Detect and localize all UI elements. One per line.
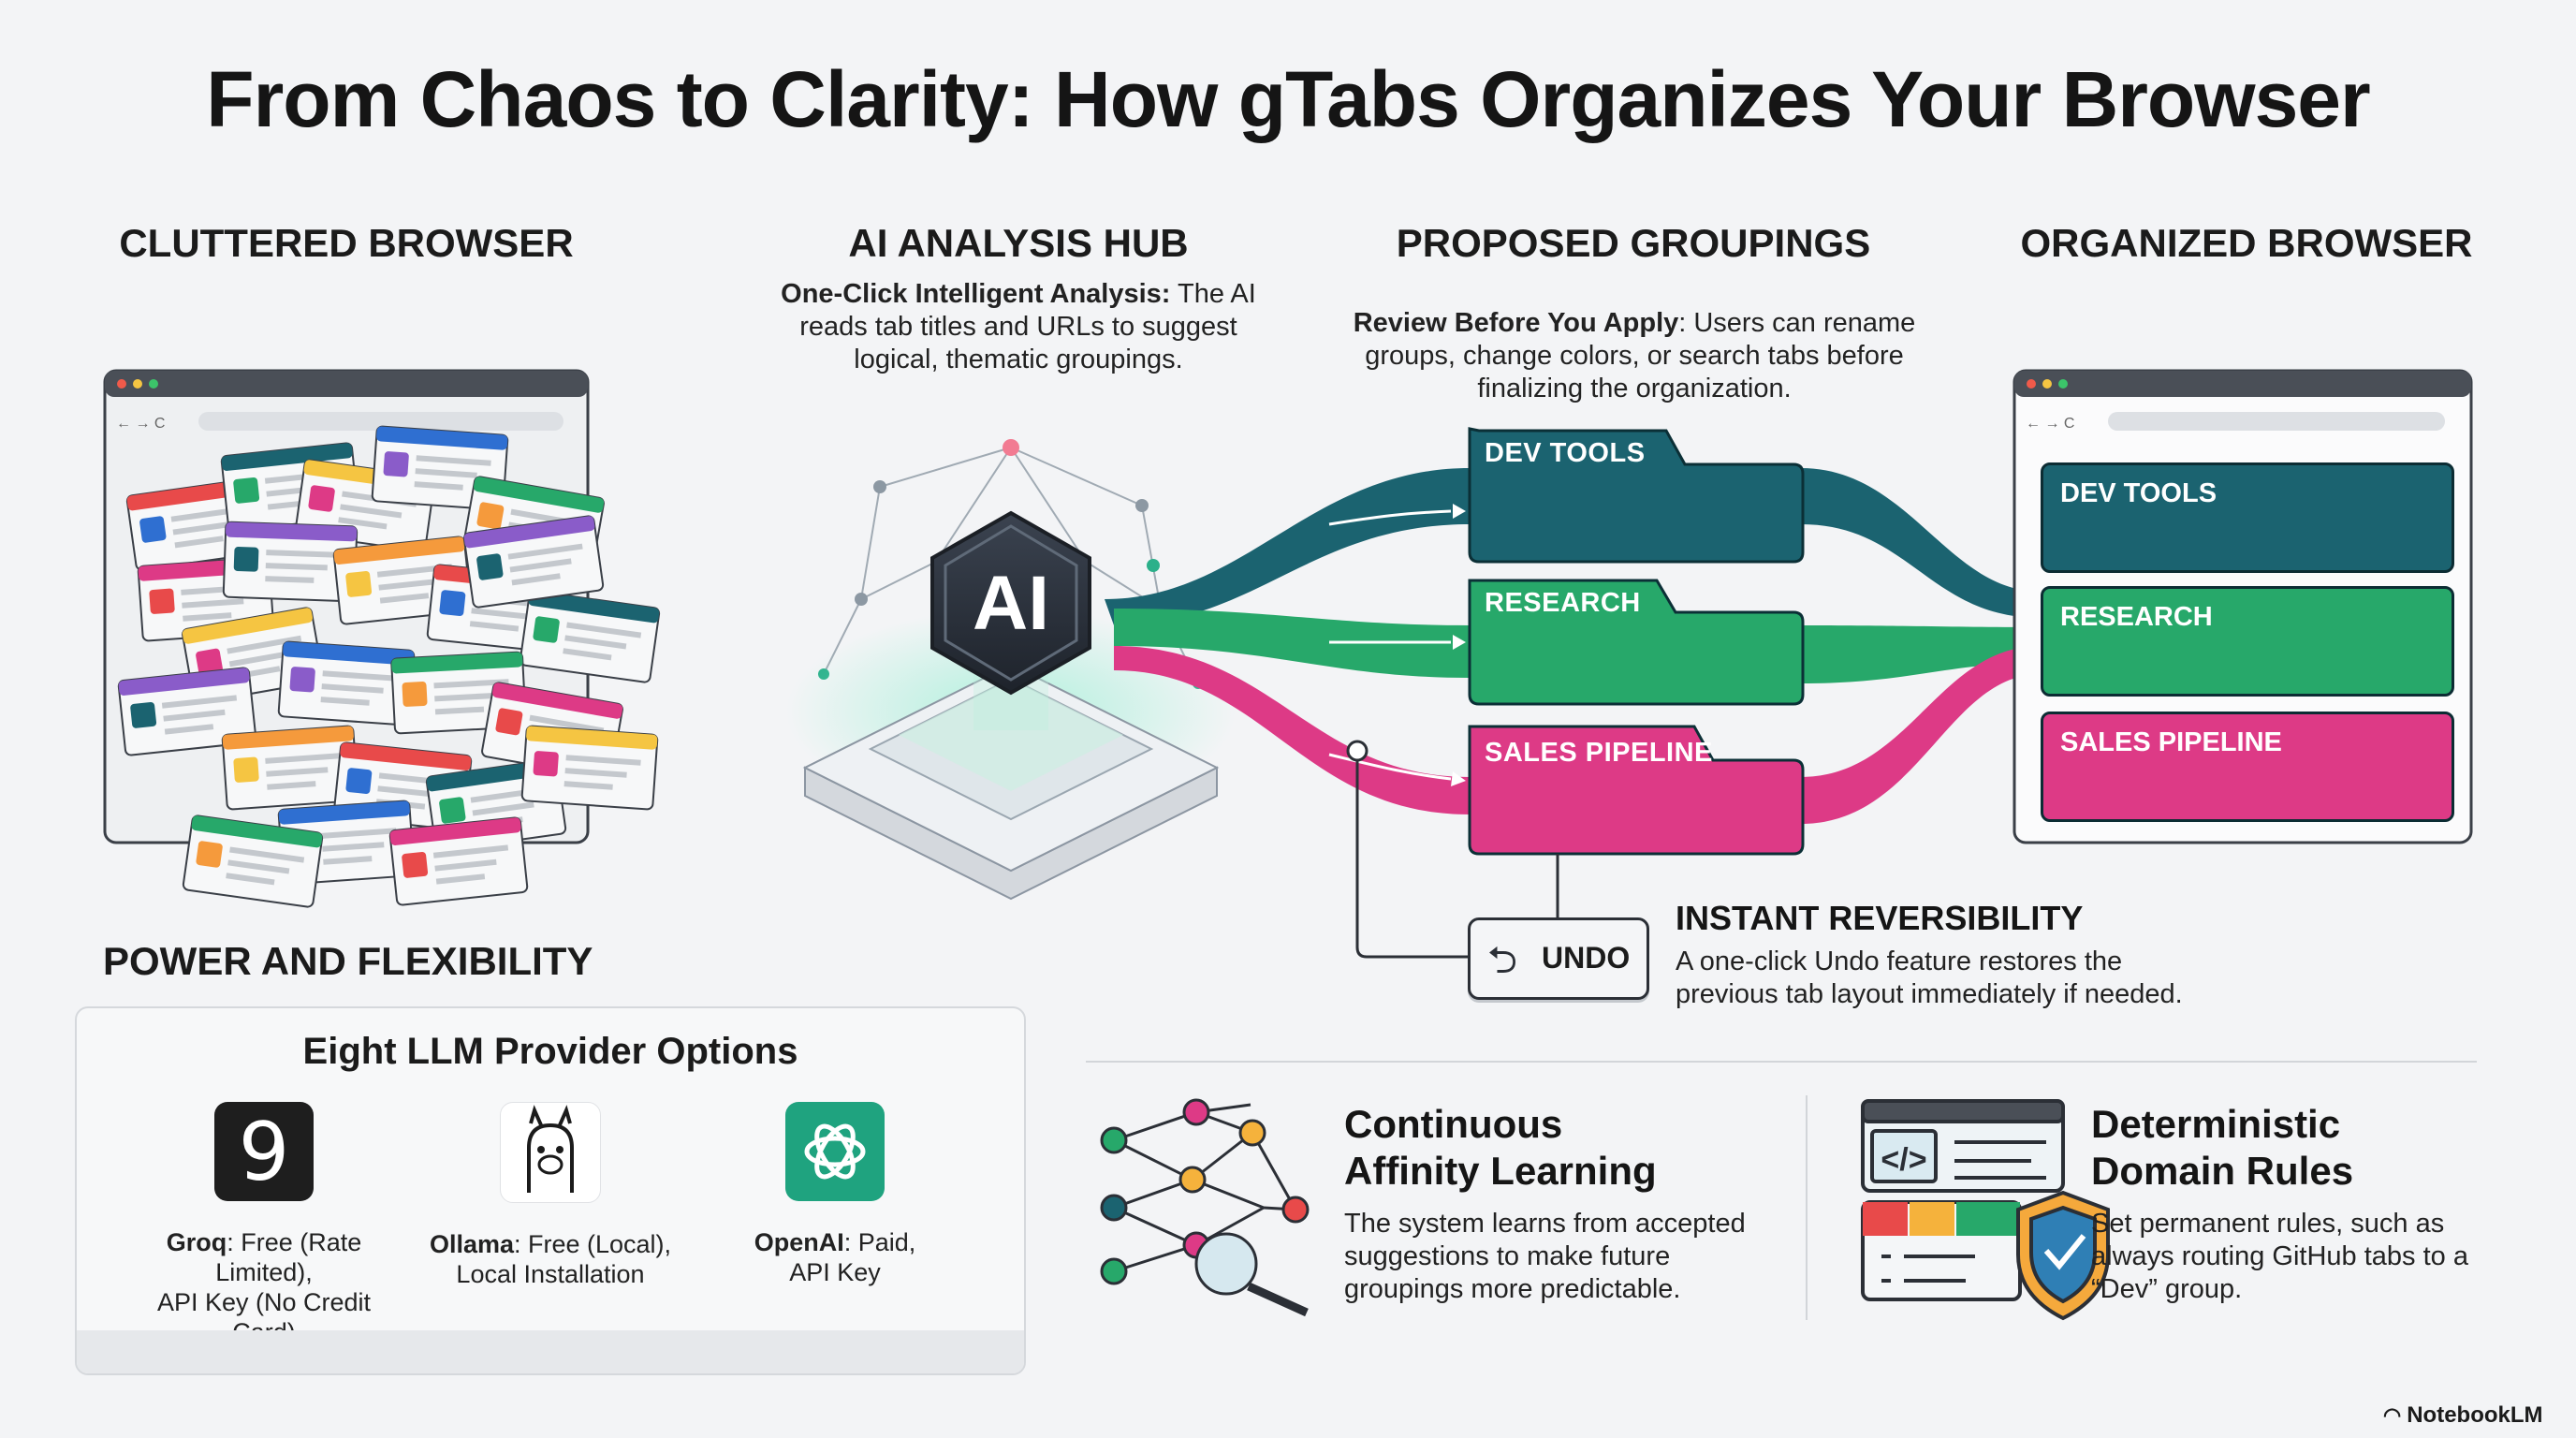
undo-description: A one-click Undo feature restores the pr… <box>1676 946 2183 1009</box>
feature-rules-description: Set permanent rules, such as always rout… <box>2091 1209 2468 1304</box>
flow-ribbons <box>1105 468 2041 824</box>
scattered-tab <box>388 816 529 906</box>
provider-groq[interactable]: 9 Groq: Free (Rate Limited),API Key (No … <box>124 1102 404 1347</box>
undo-button[interactable]: ⮌ UNDO <box>1468 917 1649 1000</box>
page-title: From Chaos to Clarity: How gTabs Organiz… <box>206 55 2370 143</box>
cluttered-tabs <box>117 425 661 908</box>
provider-ollama[interactable]: Ollama: Free (Local),Local Installation <box>410 1102 691 1289</box>
undo-connector <box>1355 751 1559 959</box>
undo-title: INSTANT REVERSIBILITY <box>1676 899 2084 937</box>
ollama-llama-icon <box>500 1102 601 1203</box>
section-proposed-groupings: PROPOSED GROUPINGS <box>1396 221 1871 265</box>
folder-research <box>1468 579 1805 706</box>
scattered-tab <box>277 640 416 726</box>
affinity-network-icon <box>1100 1098 1310 1317</box>
scattered-tab <box>222 521 359 603</box>
hub-description: One-Click Intelligent Analysis: The AI r… <box>781 279 1256 374</box>
ai-chip-label: AI <box>973 561 1049 646</box>
provider-card-footer <box>77 1330 1024 1373</box>
group-dev-tools-label[interactable]: DEV TOOLS <box>1485 438 1646 468</box>
section-cluttered-browser: CLUTTERED BROWSER <box>119 221 574 265</box>
scattered-tab <box>520 725 659 811</box>
svg-text:← → C: ← → C <box>116 416 165 432</box>
groq-logo-icon: 9 <box>214 1102 314 1201</box>
notebooklm-brand: ◠NotebookLM <box>2383 1402 2543 1428</box>
scattered-tab <box>117 667 257 756</box>
group-research-label[interactable]: RESEARCH <box>1485 588 1641 618</box>
undo-label: UNDO <box>1542 941 1631 975</box>
svg-text:</>: </> <box>1881 1142 1926 1178</box>
scattered-tab <box>221 725 359 811</box>
notebooklm-logo-icon: ◠ <box>2383 1403 2402 1427</box>
undo-icon: ⮌ <box>1487 940 1518 981</box>
provider-options-title: Eight LLM Provider Options <box>302 1031 798 1072</box>
feature-affinity-description: The system learns from accepted suggesti… <box>1344 1209 1746 1304</box>
ai-hub-graphic: AI <box>786 439 1236 901</box>
organized-group-dev-tools[interactable]: DEV TOOLS <box>2041 462 2454 573</box>
proposed-description: Review Before You Apply: Users can renam… <box>1353 308 1916 404</box>
domain-rules-icon: </> <box>1861 1099 2110 1321</box>
organized-group-label: RESEARCH <box>2060 602 2213 632</box>
section-ai-analysis-hub: AI ANALYSIS HUB <box>848 221 1189 265</box>
openai-logo-icon <box>785 1102 885 1201</box>
provider-options-card: Eight LLM Provider Options 9 Groq: Free … <box>75 1006 1026 1375</box>
scattered-tab <box>462 515 605 609</box>
provider-openai[interactable]: OpenAI: Paid,API Key <box>695 1102 975 1287</box>
organized-group-label: DEV TOOLS <box>2060 478 2217 508</box>
section-organized-browser: ORGANIZED BROWSER <box>2020 221 2473 265</box>
organized-group-research[interactable]: RESEARCH <box>2041 586 2454 697</box>
folder-sales-pipeline <box>1468 725 1805 856</box>
svg-text:← → C: ← → C <box>2026 416 2074 432</box>
organized-group-sales-pipeline[interactable]: SALES PIPELINE <box>2041 712 2454 822</box>
folder-dev-tools <box>1468 427 1805 564</box>
group-sales-pipeline-label[interactable]: SALES PIPELINE <box>1485 738 1713 768</box>
section-power-flexibility: POWER AND FLEXIBILITY <box>103 939 593 983</box>
scattered-tab <box>182 814 324 908</box>
scattered-tab <box>519 590 661 683</box>
organized-group-label: SALES PIPELINE <box>2060 727 2282 757</box>
